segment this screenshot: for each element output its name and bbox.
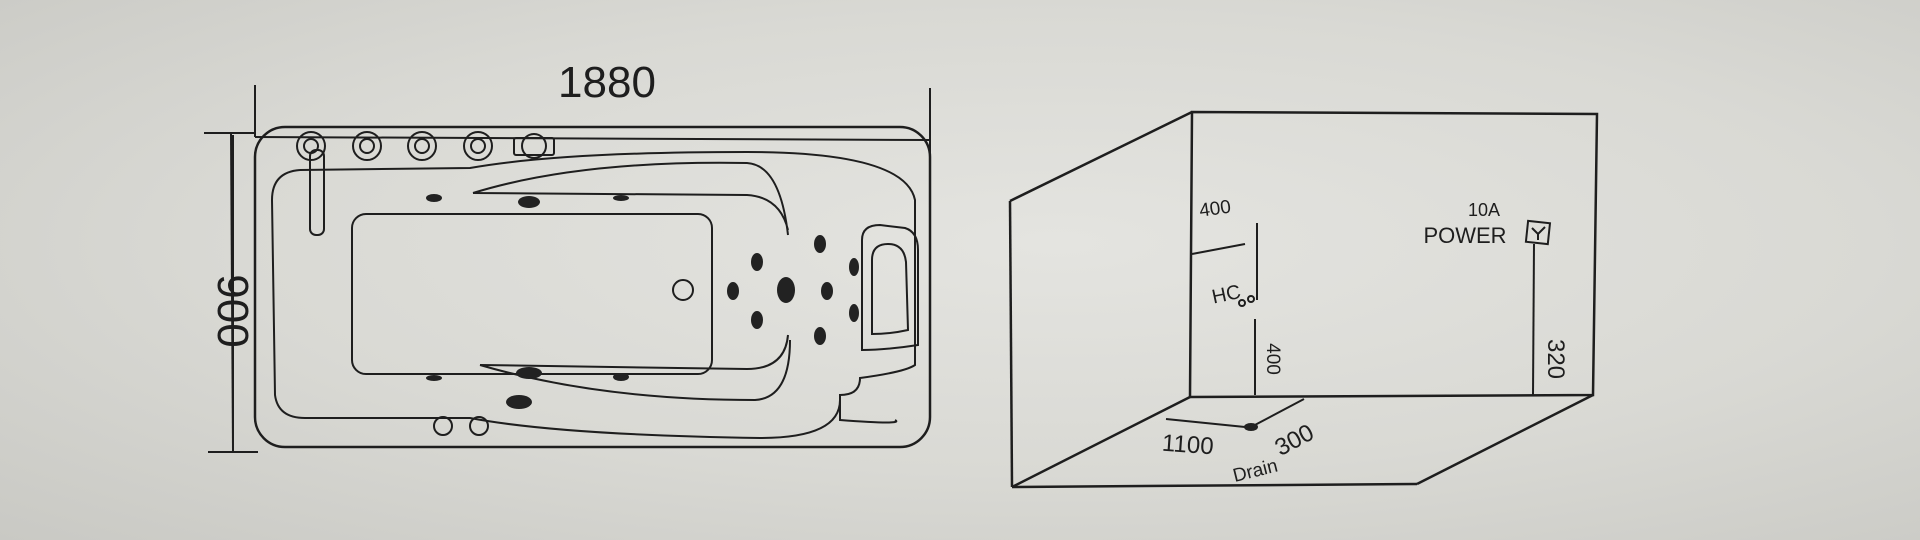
width-label: 900 <box>208 274 257 347</box>
power-height-label: 320 <box>1542 339 1569 379</box>
control-knobs <box>296 131 555 161</box>
hc-valve-icon <box>1238 299 1246 307</box>
jets <box>426 194 859 436</box>
tub-basin <box>351 213 713 375</box>
shower-handle-icon <box>309 149 325 236</box>
width-dimension: 900 <box>204 132 258 453</box>
length-label: 1880 <box>558 58 656 107</box>
armrest-top <box>472 161 789 236</box>
drain-x-label: 1100 <box>1161 430 1214 461</box>
drain-label: Drain <box>1231 456 1280 487</box>
tub-plan-view: 1880 900 <box>204 58 932 453</box>
diverter-icon <box>513 137 555 156</box>
hc-label: HC <box>1210 281 1243 309</box>
installation-view: 400 HC 400 10A POWER 320 1100 300 Drain <box>1008 110 1599 489</box>
tub-outer-rim <box>253 125 932 449</box>
hc-offset-label: 400 <box>1262 343 1283 375</box>
back-wall <box>1188 110 1599 399</box>
tub-inner-rim <box>270 150 916 440</box>
armrest-bottom <box>479 334 791 402</box>
power-socket-icon <box>1524 219 1552 246</box>
power-label: POWER <box>1423 223 1506 248</box>
power-rating: 10A <box>1468 200 1500 220</box>
hc-height-label: 400 <box>1198 197 1232 222</box>
drain-y-label: 300 <box>1270 419 1318 462</box>
overflow-icon <box>506 395 532 409</box>
drain-icon <box>1244 423 1258 431</box>
length-dimension: 1880 <box>254 58 931 160</box>
headrest-icon <box>861 223 919 352</box>
